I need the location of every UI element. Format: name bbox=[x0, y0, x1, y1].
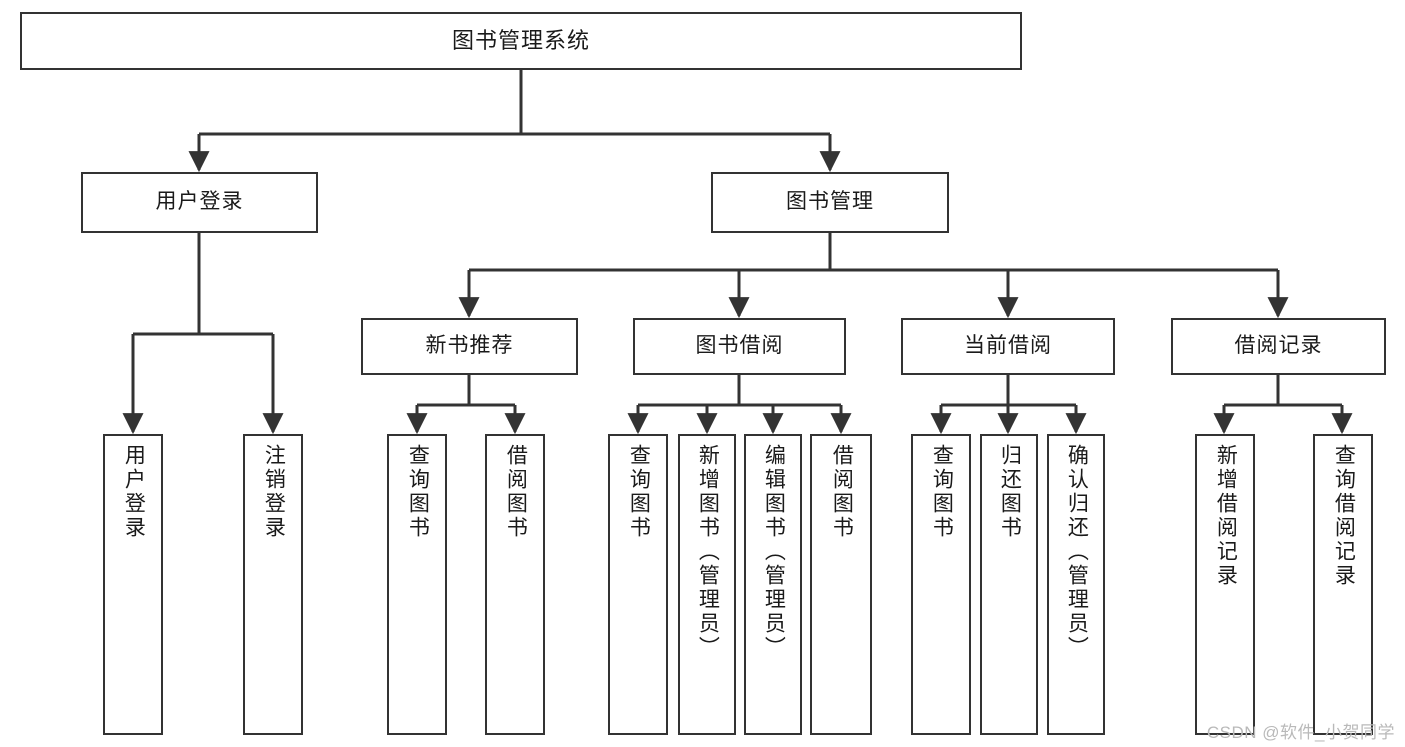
leaf-edit-book-admin[interactable]: 编辑图书（管理员） bbox=[744, 434, 802, 735]
node-label: 用户登录 bbox=[122, 444, 146, 540]
node-label: 借阅图书 bbox=[504, 444, 528, 540]
node-label: 借阅记录 bbox=[1234, 334, 1323, 358]
node-label: 图书借阅 bbox=[695, 334, 784, 358]
leaf-query-book-current[interactable]: 查询图书 bbox=[911, 434, 971, 735]
leaf-add-borrow-record[interactable]: 新增借阅记录 bbox=[1195, 434, 1255, 735]
node-label: 当前借阅 bbox=[964, 334, 1052, 358]
node-label: 查询图书 bbox=[930, 444, 954, 540]
node-book-manage[interactable]: 图书管理 bbox=[711, 172, 949, 233]
node-label: 用户登录 bbox=[155, 190, 244, 214]
leaf-logout[interactable]: 注销登录 bbox=[243, 434, 303, 735]
node-label: 归还图书 bbox=[998, 444, 1022, 540]
node-book-borrow[interactable]: 图书借阅 bbox=[633, 318, 846, 375]
leaf-query-borrow-record[interactable]: 查询借阅记录 bbox=[1313, 434, 1373, 735]
node-label: 图书管理系统 bbox=[451, 28, 590, 54]
node-current-borrow[interactable]: 当前借阅 bbox=[901, 318, 1115, 375]
node-label: 确认归还（管理员） bbox=[1065, 444, 1089, 660]
leaf-user-login[interactable]: 用户登录 bbox=[103, 434, 163, 735]
leaf-add-book-admin[interactable]: 新增图书（管理员） bbox=[678, 434, 736, 735]
node-label: 图书管理 bbox=[786, 190, 874, 214]
node-label: 新增借阅记录 bbox=[1214, 444, 1238, 588]
node-label: 新书推荐 bbox=[425, 334, 514, 358]
node-label: 查询图书 bbox=[406, 444, 430, 540]
node-borrow-record[interactable]: 借阅记录 bbox=[1171, 318, 1386, 375]
leaf-query-book-borrow[interactable]: 查询图书 bbox=[608, 434, 668, 735]
node-new-book-recommend[interactable]: 新书推荐 bbox=[361, 318, 578, 375]
leaf-query-book-recommend[interactable]: 查询图书 bbox=[387, 434, 447, 735]
leaf-borrow-book-recommend[interactable]: 借阅图书 bbox=[485, 434, 545, 735]
node-label: 借阅图书 bbox=[830, 444, 854, 540]
node-user-login[interactable]: 用户登录 bbox=[81, 172, 318, 233]
node-root-system[interactable]: 图书管理系统 bbox=[20, 12, 1022, 70]
node-label: 查询借阅记录 bbox=[1332, 444, 1356, 588]
leaf-return-book[interactable]: 归还图书 bbox=[980, 434, 1038, 735]
node-label: 注销登录 bbox=[262, 444, 286, 540]
node-label: 编辑图书（管理员） bbox=[762, 444, 786, 660]
leaf-borrow-book[interactable]: 借阅图书 bbox=[810, 434, 872, 735]
node-label: 新增图书（管理员） bbox=[696, 444, 720, 660]
node-label: 查询图书 bbox=[627, 444, 651, 540]
leaf-confirm-return-admin[interactable]: 确认归还（管理员） bbox=[1047, 434, 1105, 735]
